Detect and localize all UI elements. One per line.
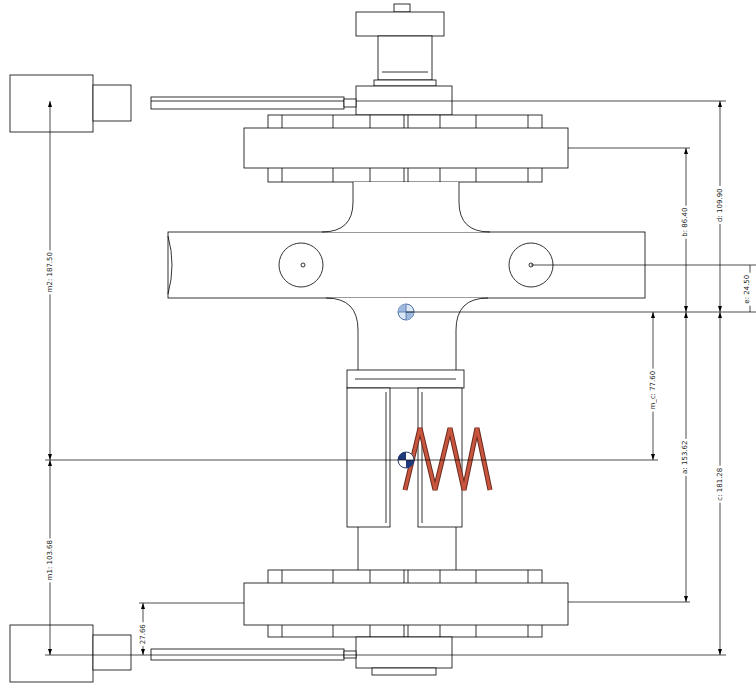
dimension-label: e: 24.50 [743, 273, 751, 306]
lower-fillets [326, 298, 488, 370]
lower-bar [244, 583, 568, 625]
upper-clamp-tip [93, 85, 131, 121]
dimension-label: a: 153.62 [682, 438, 690, 475]
dimension-lines [45, 101, 756, 655]
bolt-dot [301, 263, 305, 267]
spring-outline [405, 428, 490, 490]
collar [347, 370, 464, 388]
dimension-label: m2: 187.50 [46, 250, 54, 294]
upper-stem-fill [322, 182, 490, 232]
upper-rod [151, 97, 344, 109]
dimension-label: c: 181.28 [716, 466, 724, 503]
bolt-hole [279, 243, 323, 287]
upper-fillets [322, 182, 490, 232]
dimension-label: m_c: 77.60 [649, 369, 657, 412]
guide-edge [386, 392, 387, 523]
lower-stem [456, 527, 457, 570]
dimension-label: m1: 103.68 [46, 538, 54, 582]
lower-dividers [282, 570, 528, 637]
knob-neck [378, 36, 432, 80]
lower-clamp [10, 625, 93, 682]
left-guide [347, 388, 390, 527]
dimension-ticks [48, 101, 722, 655]
upper-dividers [282, 115, 528, 182]
bottom-stub [372, 668, 436, 675]
lower-clamp-tip [93, 635, 131, 670]
dimension-label: b: 86.40 [682, 205, 690, 238]
knob-stub [394, 4, 410, 12]
upper-bar [244, 128, 568, 168]
bottom-hub [356, 637, 452, 668]
rod-end [344, 99, 356, 107]
neck-collar [374, 80, 436, 86]
rod-line [151, 101, 344, 102]
lower-stem-fill [326, 298, 488, 370]
neck-line [382, 72, 428, 73]
guide-edge [422, 392, 423, 523]
dimension-label: d: 109.90 [716, 186, 724, 224]
lower-rod [151, 649, 344, 660]
collar-line [355, 379, 456, 380]
knob-cap [356, 12, 444, 36]
spring-symbol [405, 428, 490, 490]
upper-clamp [10, 75, 93, 132]
bar-end [168, 236, 172, 294]
top-hub [356, 86, 452, 115]
lower-stem [358, 527, 359, 570]
rod-end [344, 651, 356, 658]
dimension-label: 27.66 [139, 622, 147, 646]
